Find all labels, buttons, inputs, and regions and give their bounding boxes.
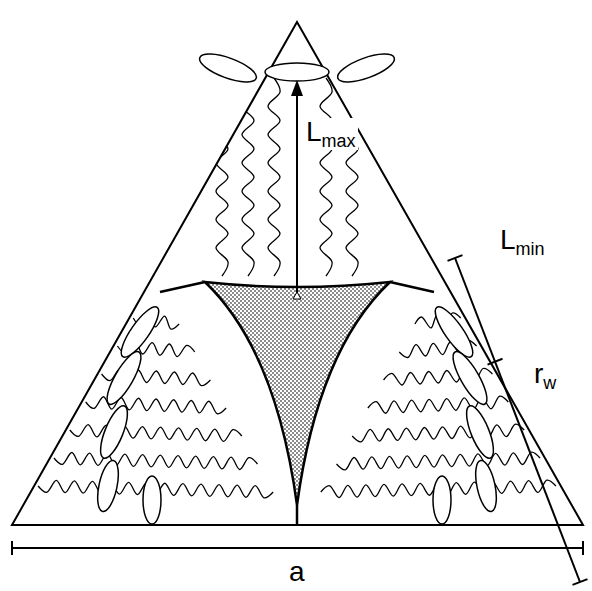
dimension-label: rw (532, 360, 558, 392)
dimension-label: a (287, 558, 307, 586)
polymer-chains (38, 78, 556, 498)
dimension-label: Lmin (498, 226, 547, 258)
triangle-outline (12, 22, 583, 525)
region-boundaries (160, 282, 434, 525)
central-region (205, 282, 390, 505)
lmax-arrow (291, 80, 303, 299)
dimension-label: Lmax (304, 118, 358, 150)
side-dimension (448, 255, 588, 585)
end-groups (94, 48, 500, 524)
base-dimension (12, 541, 583, 555)
